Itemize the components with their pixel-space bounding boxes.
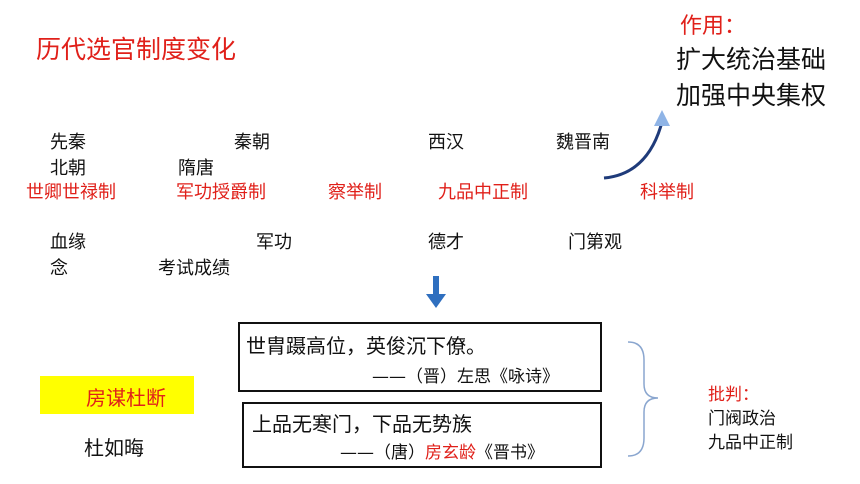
quote-2-source-author: 房玄龄 bbox=[425, 443, 476, 463]
era-weijinnan: 魏晋南 bbox=[556, 132, 610, 153]
effect-line-1: 扩大统治基础 bbox=[676, 45, 827, 74]
brace-icon bbox=[627, 341, 659, 457]
era-suitang: 隋唐 bbox=[178, 158, 214, 179]
basis-mendi: 门第观 bbox=[568, 232, 622, 253]
quote-2-source-prefix: ——（唐） bbox=[340, 443, 425, 463]
era-xihan: 西汉 bbox=[428, 132, 464, 153]
era-qin: 秦朝 bbox=[234, 132, 270, 153]
person-name: 杜如晦 bbox=[84, 436, 144, 460]
system-chaju: 察举制 bbox=[328, 182, 382, 203]
era-beichao: 北朝 bbox=[50, 158, 86, 179]
quote-1-text: 世胄蹑高位，英俊沉下僚。 bbox=[246, 334, 486, 358]
quote-box-1: 世胄蹑高位，英俊沉下僚。 ——（晋）左思《咏诗》 bbox=[238, 322, 602, 392]
critique-label: 批判： bbox=[708, 385, 759, 405]
era-xianqin: 先秦 bbox=[50, 132, 86, 153]
quote-2-source-book: 《晋书》 bbox=[476, 443, 544, 463]
highlight-box: 房谋杜断 bbox=[40, 376, 194, 414]
system-shiqing: 世卿世禄制 bbox=[26, 182, 116, 203]
basis-kaoshi: 考试成绩 bbox=[158, 258, 230, 279]
quote-1-source: ——（晋）左思《咏诗》 bbox=[372, 367, 559, 387]
critique-item-1: 门阀政治 bbox=[708, 409, 776, 429]
page-title: 历代选官制度变化 bbox=[36, 35, 237, 64]
quote-2-source: ——（唐）房玄龄《晋书》 bbox=[340, 438, 544, 463]
down-arrow-icon bbox=[426, 276, 446, 308]
effect-label: 作用： bbox=[680, 14, 747, 39]
system-jiupin: 九品中正制 bbox=[438, 182, 528, 203]
quote-2-text: 上品无寒门，下品无势族 bbox=[252, 412, 472, 436]
basis-decai: 德才 bbox=[428, 232, 464, 253]
basis-nian: 念 bbox=[50, 258, 68, 279]
system-jungong: 军功授爵制 bbox=[176, 182, 266, 203]
system-keju: 科举制 bbox=[640, 182, 694, 203]
effect-line-2: 加强中央集权 bbox=[676, 81, 827, 110]
basis-jungong: 军功 bbox=[256, 232, 292, 253]
basis-xueyuan: 血缘 bbox=[50, 232, 86, 253]
critique-item-2: 九品中正制 bbox=[708, 433, 793, 453]
quote-box-2: 上品无寒门，下品无势族 ——（唐）房玄龄《晋书》 bbox=[242, 402, 602, 468]
curved-arrow-icon bbox=[603, 110, 670, 180]
highlight-text: 房谋杜断 bbox=[86, 386, 166, 410]
